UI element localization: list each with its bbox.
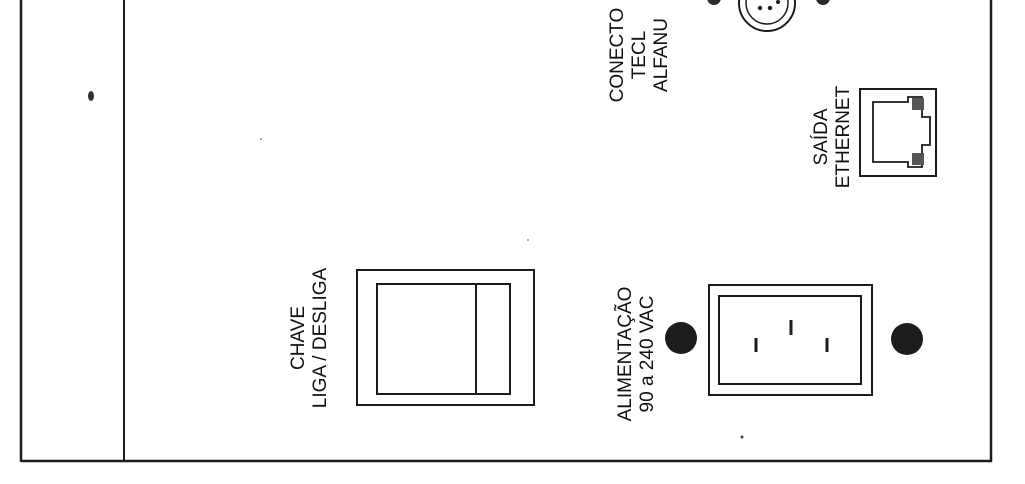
switch-label: CHAVE LIGA / DESLIGA bbox=[288, 258, 338, 418]
switch-label-line-2: LIGA / DESLIGA bbox=[310, 267, 331, 409]
power-label-line-2: 90 a 240 VAC bbox=[637, 295, 658, 413]
power-label: ALIMENTAÇÃO 90 a 240 VAC bbox=[615, 259, 665, 449]
screw-hole bbox=[88, 91, 94, 101]
keyboard-connector-icon bbox=[707, 0, 830, 32]
keyboard-label-line-1: CONECTO bbox=[607, 7, 628, 103]
ethernet-label: SAÍDA ETHERNET bbox=[811, 72, 861, 202]
switch-label-line-1: CHAVE bbox=[288, 305, 309, 371]
power-label-line-1: ALIMENTAÇÃO bbox=[615, 286, 636, 422]
power-switch-icon bbox=[356, 269, 535, 406]
keyboard-label-line-2: TECL bbox=[629, 30, 650, 80]
ethernet-label-line-2: ETHERNET bbox=[833, 85, 854, 189]
speck bbox=[527, 239, 529, 241]
power-inlet-icon bbox=[665, 284, 923, 396]
speck bbox=[740, 435, 744, 439]
ethernet-port-icon bbox=[859, 88, 937, 177]
speck bbox=[260, 138, 262, 140]
keyboard-connector-label: CONECTO TECL ALFANU bbox=[607, 0, 677, 115]
keyboard-label-line-3: ALFANU bbox=[651, 18, 672, 92]
ethernet-label-line-1: SAÍDA bbox=[811, 108, 832, 166]
